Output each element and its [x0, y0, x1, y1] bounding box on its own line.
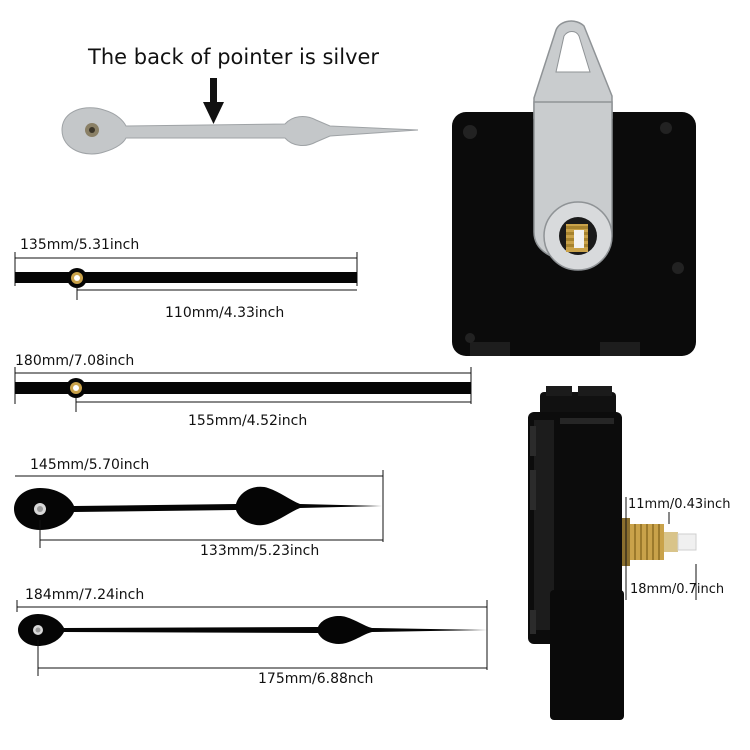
shaft-thread-label: 18mm/0.7inch — [630, 582, 725, 597]
shaft-dimension-lines — [625, 497, 697, 600]
hanger-bracket — [533, 20, 613, 271]
hand-set-4-total-label: 184mm/7.24inch — [25, 587, 145, 603]
shaft-length-label: 11mm/0.43inch — [628, 497, 731, 512]
hand-set-1-inner-label: 110mm/4.33inch — [165, 305, 285, 321]
hand-set-2-inner-label: 155mm/4.52inch — [188, 413, 308, 429]
headline: The back of pointer is silver — [88, 45, 380, 69]
hand-set-2 — [14, 367, 472, 412]
hand-set-2-total-label: 180mm/7.08inch — [15, 353, 135, 369]
hand-set-4 — [16, 600, 488, 676]
silver-pointer-hand — [61, 107, 419, 155]
hand-set-3-total-label: 145mm/5.70inch — [30, 457, 150, 473]
shaft-side — [622, 518, 697, 566]
hand-set-4-inner-label: 175mm/6.88nch — [258, 671, 374, 687]
shaft-front — [559, 217, 597, 255]
clock-movement-side — [528, 386, 624, 720]
arrow-down-icon — [203, 78, 224, 124]
hand-set-3 — [14, 470, 384, 548]
hand-set-1-total-label: 135mm/5.31inch — [20, 237, 140, 253]
hand-set-3-inner-label: 133mm/5.23inch — [200, 543, 320, 559]
hand-set-1 — [14, 252, 358, 300]
